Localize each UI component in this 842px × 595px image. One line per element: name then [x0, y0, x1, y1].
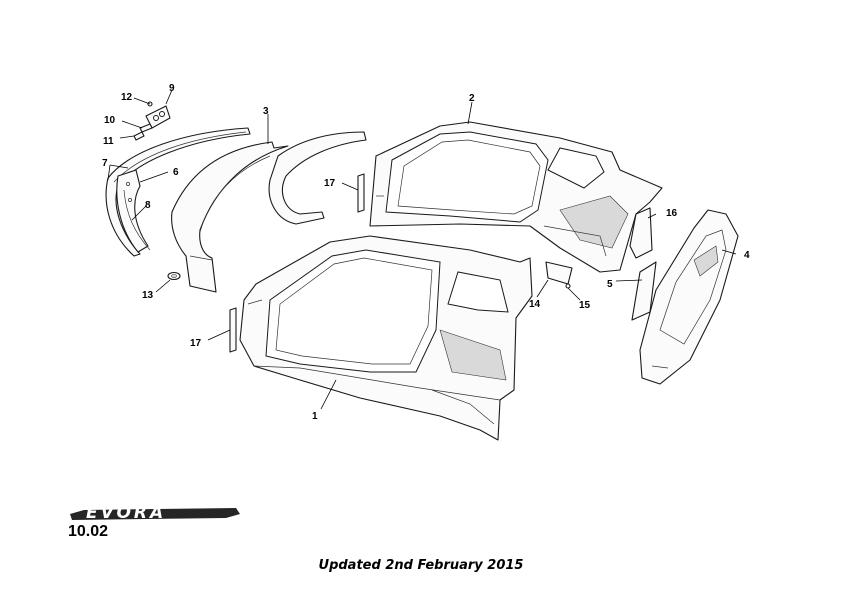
part-5-plate — [631, 261, 657, 321]
part-4-rear-panel — [639, 209, 739, 385]
part-15-fastener — [565, 283, 571, 289]
callout-6: 6 — [173, 167, 179, 178]
section-number: 10.02 — [68, 523, 109, 540]
callout-17-upper: 17 — [324, 178, 336, 189]
callout-15: 15 — [579, 300, 591, 311]
part-11-clip — [133, 131, 145, 141]
evora-logo: EVORA — [70, 503, 240, 523]
part-8-arch-liner — [123, 189, 151, 251]
part-3-wheelarch-panel — [171, 131, 367, 293]
part-14-bracket — [545, 261, 573, 285]
callout-5: 5 — [607, 279, 613, 290]
callout-9: 9 — [169, 83, 175, 94]
part-1-main-body-side — [239, 235, 533, 441]
part-13-grommet — [167, 271, 181, 281]
callout-14: 14 — [529, 299, 541, 310]
callout-17-lower: 17 — [190, 338, 202, 349]
callout-4: 4 — [744, 250, 750, 261]
callout-16: 16 — [666, 208, 678, 219]
callout-labels: 1 2 3 4 5 6 7 8 9 10 11 12 13 14 15 16 1… — [102, 83, 750, 422]
callout-1: 1 — [312, 411, 318, 422]
callout-7: 7 — [102, 158, 108, 169]
callout-8: 8 — [145, 200, 151, 211]
part-10-bolt — [139, 123, 153, 133]
leader-lines — [107, 89, 737, 410]
part-17-door-stop-lower — [229, 307, 237, 353]
part-17-door-stop-upper — [357, 173, 365, 213]
callout-13: 13 — [142, 290, 154, 301]
callout-12: 12 — [121, 92, 133, 103]
callout-11: 11 — [103, 136, 114, 147]
callout-2: 2 — [469, 93, 475, 104]
part-16-closing-panel — [629, 207, 653, 259]
part-6-arch-bracket — [116, 169, 149, 253]
callout-3: 3 — [263, 106, 269, 117]
part-9-bracket-plate — [145, 105, 171, 129]
footer-updated-note: Updated 2nd February 2015 — [318, 558, 524, 573]
logo-text: EVORA — [86, 503, 166, 523]
part-2-upper-side-frame — [369, 121, 663, 273]
callout-10: 10 — [104, 115, 116, 126]
